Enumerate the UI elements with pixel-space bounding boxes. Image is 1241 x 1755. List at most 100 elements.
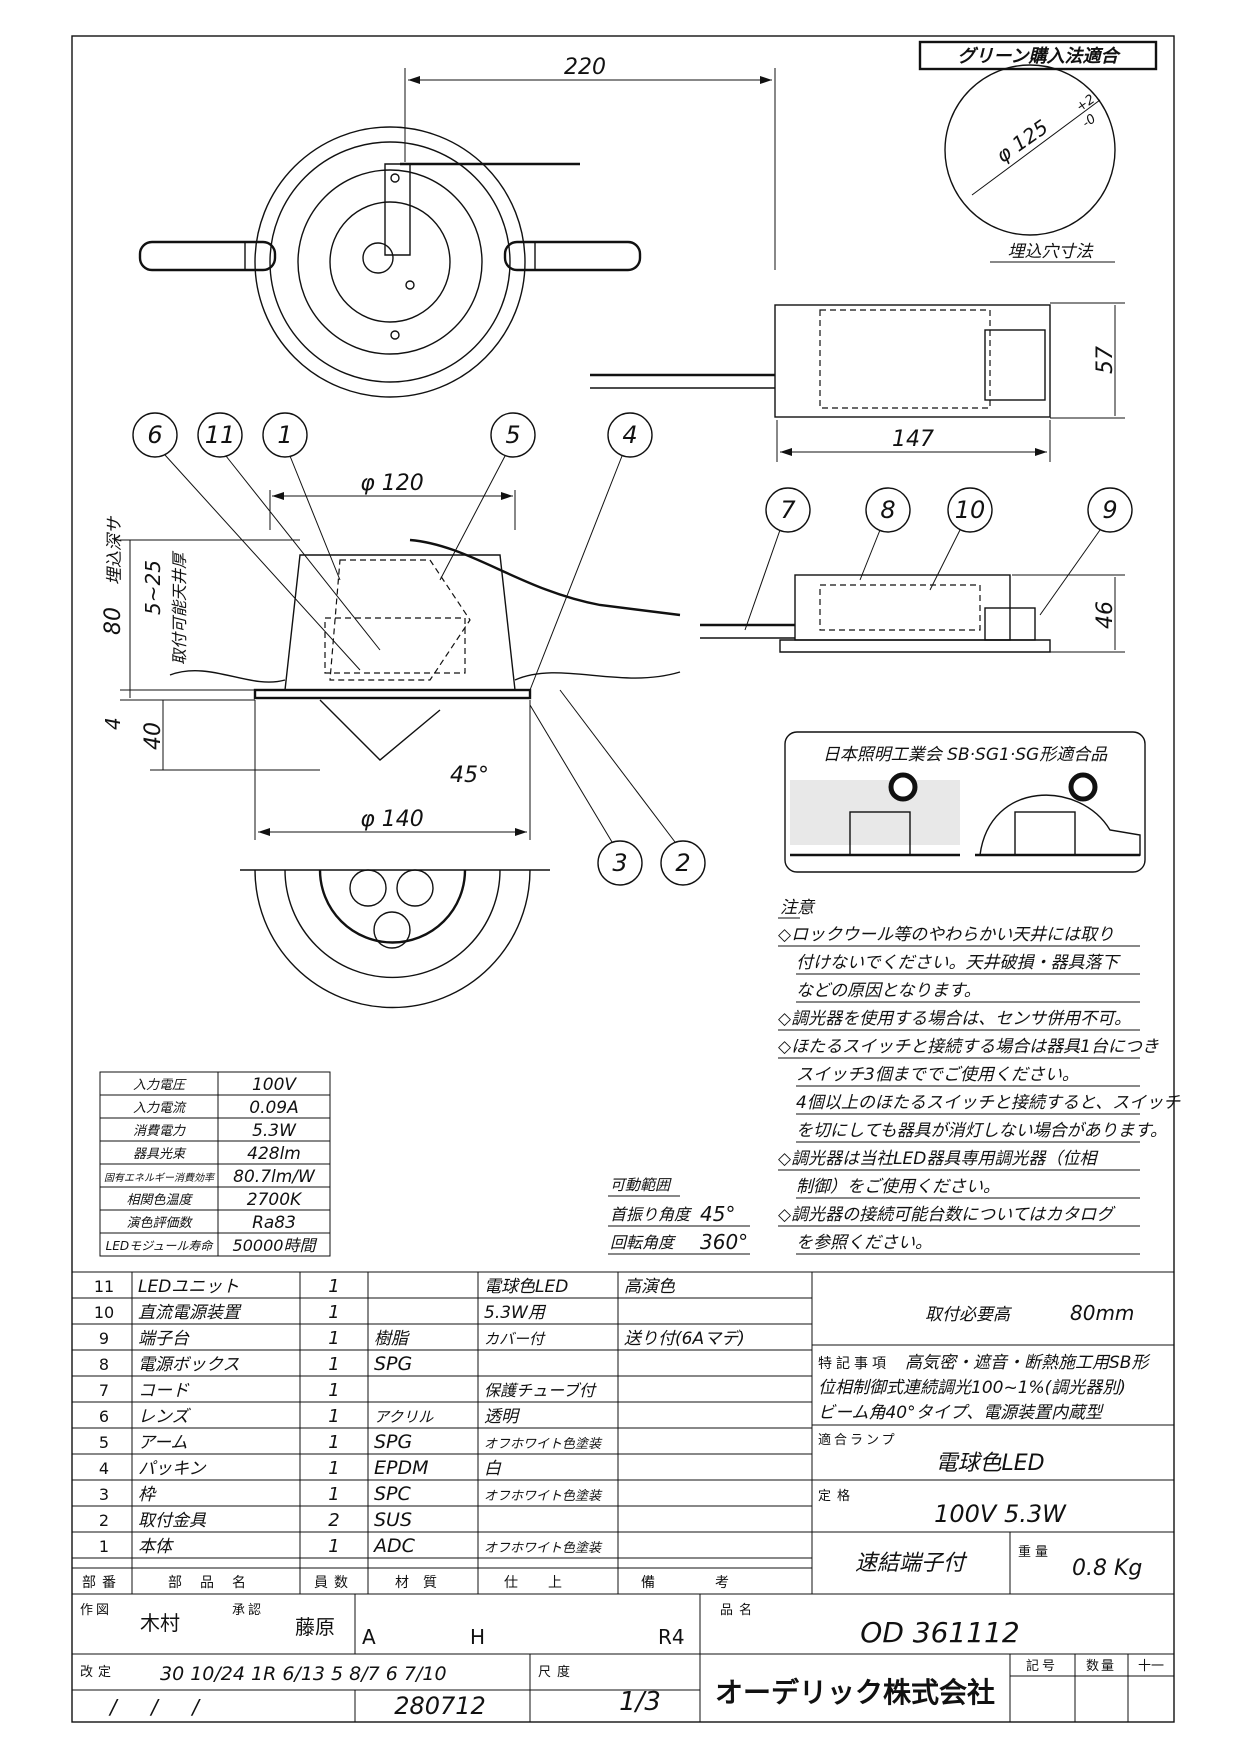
title-block: 作図 木村 承認 藤原 A H R4 品名 OD 361112 改定 30 10…: [71, 1593, 1175, 1723]
weight-label: 重量: [1018, 1544, 1052, 1560]
terminal-label: 速結端子付: [855, 1551, 968, 1576]
notes-section: 注意 ◇ロックウール等のやわらかい天井には取り 付けないでください。天井破損・器…: [778, 898, 1181, 1255]
part-name: パッキン: [138, 1459, 206, 1479]
dim-box-width: 147: [892, 427, 934, 452]
part-note: 送り付(6Aマデ): [624, 1329, 745, 1349]
special-label: 特記事項: [818, 1355, 890, 1372]
special-line-3: ビーム角40°タイプ、電源装置内蔵型: [818, 1403, 1104, 1423]
part-material: アクリル: [374, 1408, 434, 1426]
header-finish: 仕上: [504, 1575, 592, 1591]
note-line-9: ◇調光器は当社LED器具専用調光器（位相: [778, 1149, 1099, 1169]
note-line-8: を切にしても器具が消灯しない場合があります。: [796, 1121, 1167, 1141]
part-finish: 透明: [484, 1407, 521, 1427]
part-material: 樹脂: [374, 1329, 410, 1349]
parts-table: 11 LEDユニット 1 電球色LED 高演色 10 直流電源装置 1 5.3W…: [71, 1271, 813, 1595]
spec-label-3: 消費電力: [133, 1124, 186, 1139]
dim-angle: 45°: [450, 763, 489, 788]
revision-dates: 30 10/24 1R 6/13 5 8/7 6 7/10: [160, 1663, 447, 1685]
part-no: 3: [99, 1485, 109, 1504]
part-material: SPG: [374, 1431, 412, 1453]
header-part-no: 部番: [82, 1575, 122, 1591]
part-material: SPC: [374, 1483, 412, 1505]
part-name: 電源ボックス: [138, 1355, 240, 1375]
dim-range-label: 取付可能天井厚: [170, 550, 189, 665]
lamp-value: 電球色LED: [935, 1451, 1044, 1476]
part-no: 11: [94, 1277, 114, 1296]
cutout-caption: 埋込穴寸法: [1008, 242, 1095, 262]
header-note: 備考: [641, 1575, 789, 1591]
header-part-name: 部品名: [168, 1575, 264, 1591]
part-qty: 1: [328, 1458, 339, 1479]
product-label: 品名: [720, 1602, 758, 1618]
bottom-view: [240, 869, 550, 1009]
spec-label-6: 相関色温度: [126, 1193, 193, 1208]
part-no: 9: [99, 1329, 109, 1348]
part-finish: 電球色LED: [484, 1277, 568, 1297]
spec-label-8: LEDモジュール寿命: [106, 1239, 215, 1253]
note-line-3: などの原因となります。: [796, 981, 981, 1001]
standard-title: 日本照明工業会 SB·SG1·SG形適合品: [823, 745, 1108, 765]
mount-height-label: 取付必要高: [925, 1305, 1013, 1325]
spec-value-5: 80.7lm/W: [233, 1167, 316, 1187]
callout-11: 11: [205, 421, 236, 449]
note-line-1: ◇ロックウール等のやわらかい天井には取り: [778, 925, 1114, 945]
spec-label-7: 演色評価数: [126, 1216, 193, 1231]
part-qty: 1: [328, 1432, 339, 1453]
rotate-value: 360°: [700, 1230, 748, 1254]
callout-9: 9: [1102, 496, 1117, 524]
callout-10: 10: [955, 496, 986, 524]
callout-7: 7: [780, 496, 796, 524]
side-view: φ 120 φ 140 45° 80 埋込深サ 5~25 取付可能天井厚 4 4…: [101, 471, 681, 840]
part-no: 7: [99, 1381, 109, 1400]
note-line-2: 付けないでください。天井破損・器具落下: [796, 953, 1121, 973]
part-no: 6: [99, 1407, 109, 1426]
cutout-detail: φ 125 +2 -0 埋込穴寸法: [944, 64, 1116, 263]
company-name: オーデリック株式会社: [715, 1676, 995, 1709]
part-name: 本体: [138, 1537, 174, 1557]
dim-top-width: 220: [564, 55, 606, 80]
code-r: R4: [658, 1625, 685, 1649]
spec-value-2: 0.09A: [249, 1098, 298, 1118]
top-view: 220: [138, 55, 776, 398]
spec-value-6: 2700K: [247, 1190, 303, 1210]
dim-40: 40: [141, 722, 166, 750]
spec-value-3: 5.3W: [252, 1121, 297, 1141]
dim-4: 4: [101, 717, 125, 730]
weight-value: 0.8 Kg: [1072, 1556, 1142, 1581]
callout-8: 8: [880, 496, 895, 524]
header-material: 材質: [395, 1575, 451, 1591]
green-purchase-badge: グリーン購入法適合: [957, 46, 1121, 67]
approved-by: 藤原: [295, 1615, 335, 1639]
part-qty: 1: [328, 1354, 339, 1375]
part-name: 枠: [138, 1485, 157, 1505]
revision-slashes: / / /: [108, 1695, 213, 1719]
part-no: 4: [99, 1459, 109, 1478]
scale-value: 1/3: [619, 1687, 661, 1717]
rating-label: 定格: [818, 1488, 856, 1504]
part-no: 10: [94, 1303, 114, 1322]
drawn-label: 作図: [80, 1603, 112, 1618]
spec-value-1: 100V: [252, 1075, 297, 1095]
code-h: H: [470, 1625, 485, 1649]
callout-6: 6: [147, 421, 162, 449]
dim-depth: 80: [101, 607, 126, 635]
part-callouts: 6 11 1 5 4 7 8 10 9 3 2: [132, 412, 1133, 886]
part-material: SUS: [374, 1509, 412, 1531]
approved-label: 承認: [232, 1602, 264, 1618]
part-name: アーム: [138, 1433, 187, 1453]
drawn-by: 木村: [140, 1611, 180, 1635]
power-box-top: 57 147: [590, 302, 1125, 462]
part-name: コード: [138, 1381, 190, 1401]
part-no: 1: [99, 1537, 109, 1556]
part-qty: 1: [328, 1328, 339, 1349]
mount-height-value: 80mm: [1070, 1301, 1134, 1325]
special-line-2: 位相制御式連続調光100~1%(調光器別): [818, 1378, 1126, 1398]
part-material: EPDM: [374, 1457, 429, 1479]
part-qty: 1: [328, 1380, 339, 1401]
part-name: 取付金具: [138, 1511, 207, 1531]
movable-title: 可動範囲: [610, 1176, 672, 1194]
part-material: ADC: [372, 1535, 416, 1557]
part-no: 8: [99, 1355, 109, 1374]
spec-value-7: Ra83: [252, 1213, 296, 1233]
part-name: 直流電源装置: [138, 1303, 242, 1323]
